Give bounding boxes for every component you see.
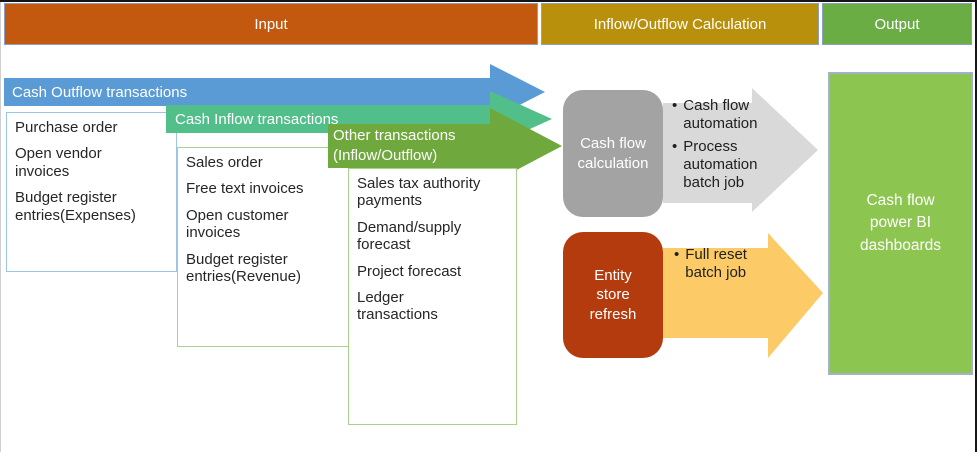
bullet-text: Process automation batch job [683,137,758,192]
cash-flow-calculation-box: Cash flow calculation [563,90,663,217]
list-item: Budget register entries(Revenue) [186,250,302,285]
other-transactions-banner-label: Other transactions (Inflow/Outflow) [333,126,456,164]
bullet-item: • Cash flow automation [672,97,784,134]
bullet-text: Full reset batch job [685,246,747,282]
bullet-icon: • [674,246,680,263]
calculation-bullets: • Cash flow automation • Process automat… [672,97,784,196]
refresh-bullets: • Full reset batch job [674,246,778,287]
refresh-arrow-icon [663,233,823,358]
cash-outflow-banner: Cash Outflow transactions [4,78,490,106]
bullet-text: Cash flow automation [683,97,758,133]
calculation-header-label: Inflow/Outflow Calculation [593,15,767,33]
other-transactions-banner: Other transactions (Inflow/Outflow) [328,124,490,168]
output-header-label: Output [874,15,920,33]
input-header: Input [4,3,538,45]
list-item: Open vendor invoices [15,145,102,180]
other-transactions-arrowhead-icon [490,108,562,184]
bullet-icon: • [672,137,678,155]
frame-left-border [0,2,1,452]
list-item: Purchase order [15,119,118,136]
entity-store-refresh-box: Entity store refresh [563,232,663,358]
list-item: Free text invoices [186,180,304,198]
cash-outflow-banner-label: Cash Outflow transactions [12,83,188,101]
entity-store-refresh-label: Entity store refresh [589,266,637,323]
bullet-item: • Full reset batch job [674,246,778,283]
frame-right-border [975,0,977,452]
output-header: Output [822,3,972,45]
output-dashboards-label: Cash flow power BI dashboards [859,191,941,254]
list-item: Budget register entries(Expenses) [15,189,136,224]
list-item: Ledger transactions [357,288,438,324]
list-item: Demand/supply forecast [357,218,462,254]
cash-flow-calculation-label: Cash flow calculation [577,135,649,172]
bullet-icon: • [672,97,678,114]
list-item: Project forecast [357,262,462,280]
calculation-arrow-icon [663,88,818,212]
calculation-header: Inflow/Outflow Calculation [541,3,819,45]
cash-inflow-banner-label: Cash Inflow transactions [175,110,339,128]
bullet-item: • Process automation batch job [672,138,784,193]
list-item: Sales tax authority payments [357,175,481,210]
frame-top-border [0,0,977,2]
input-header-label: Input [254,15,288,33]
list-item: Sales order [186,154,263,171]
output-dashboards-box: Cash flow power BI dashboards [828,72,973,375]
list-item: Open customer invoices [186,206,289,242]
